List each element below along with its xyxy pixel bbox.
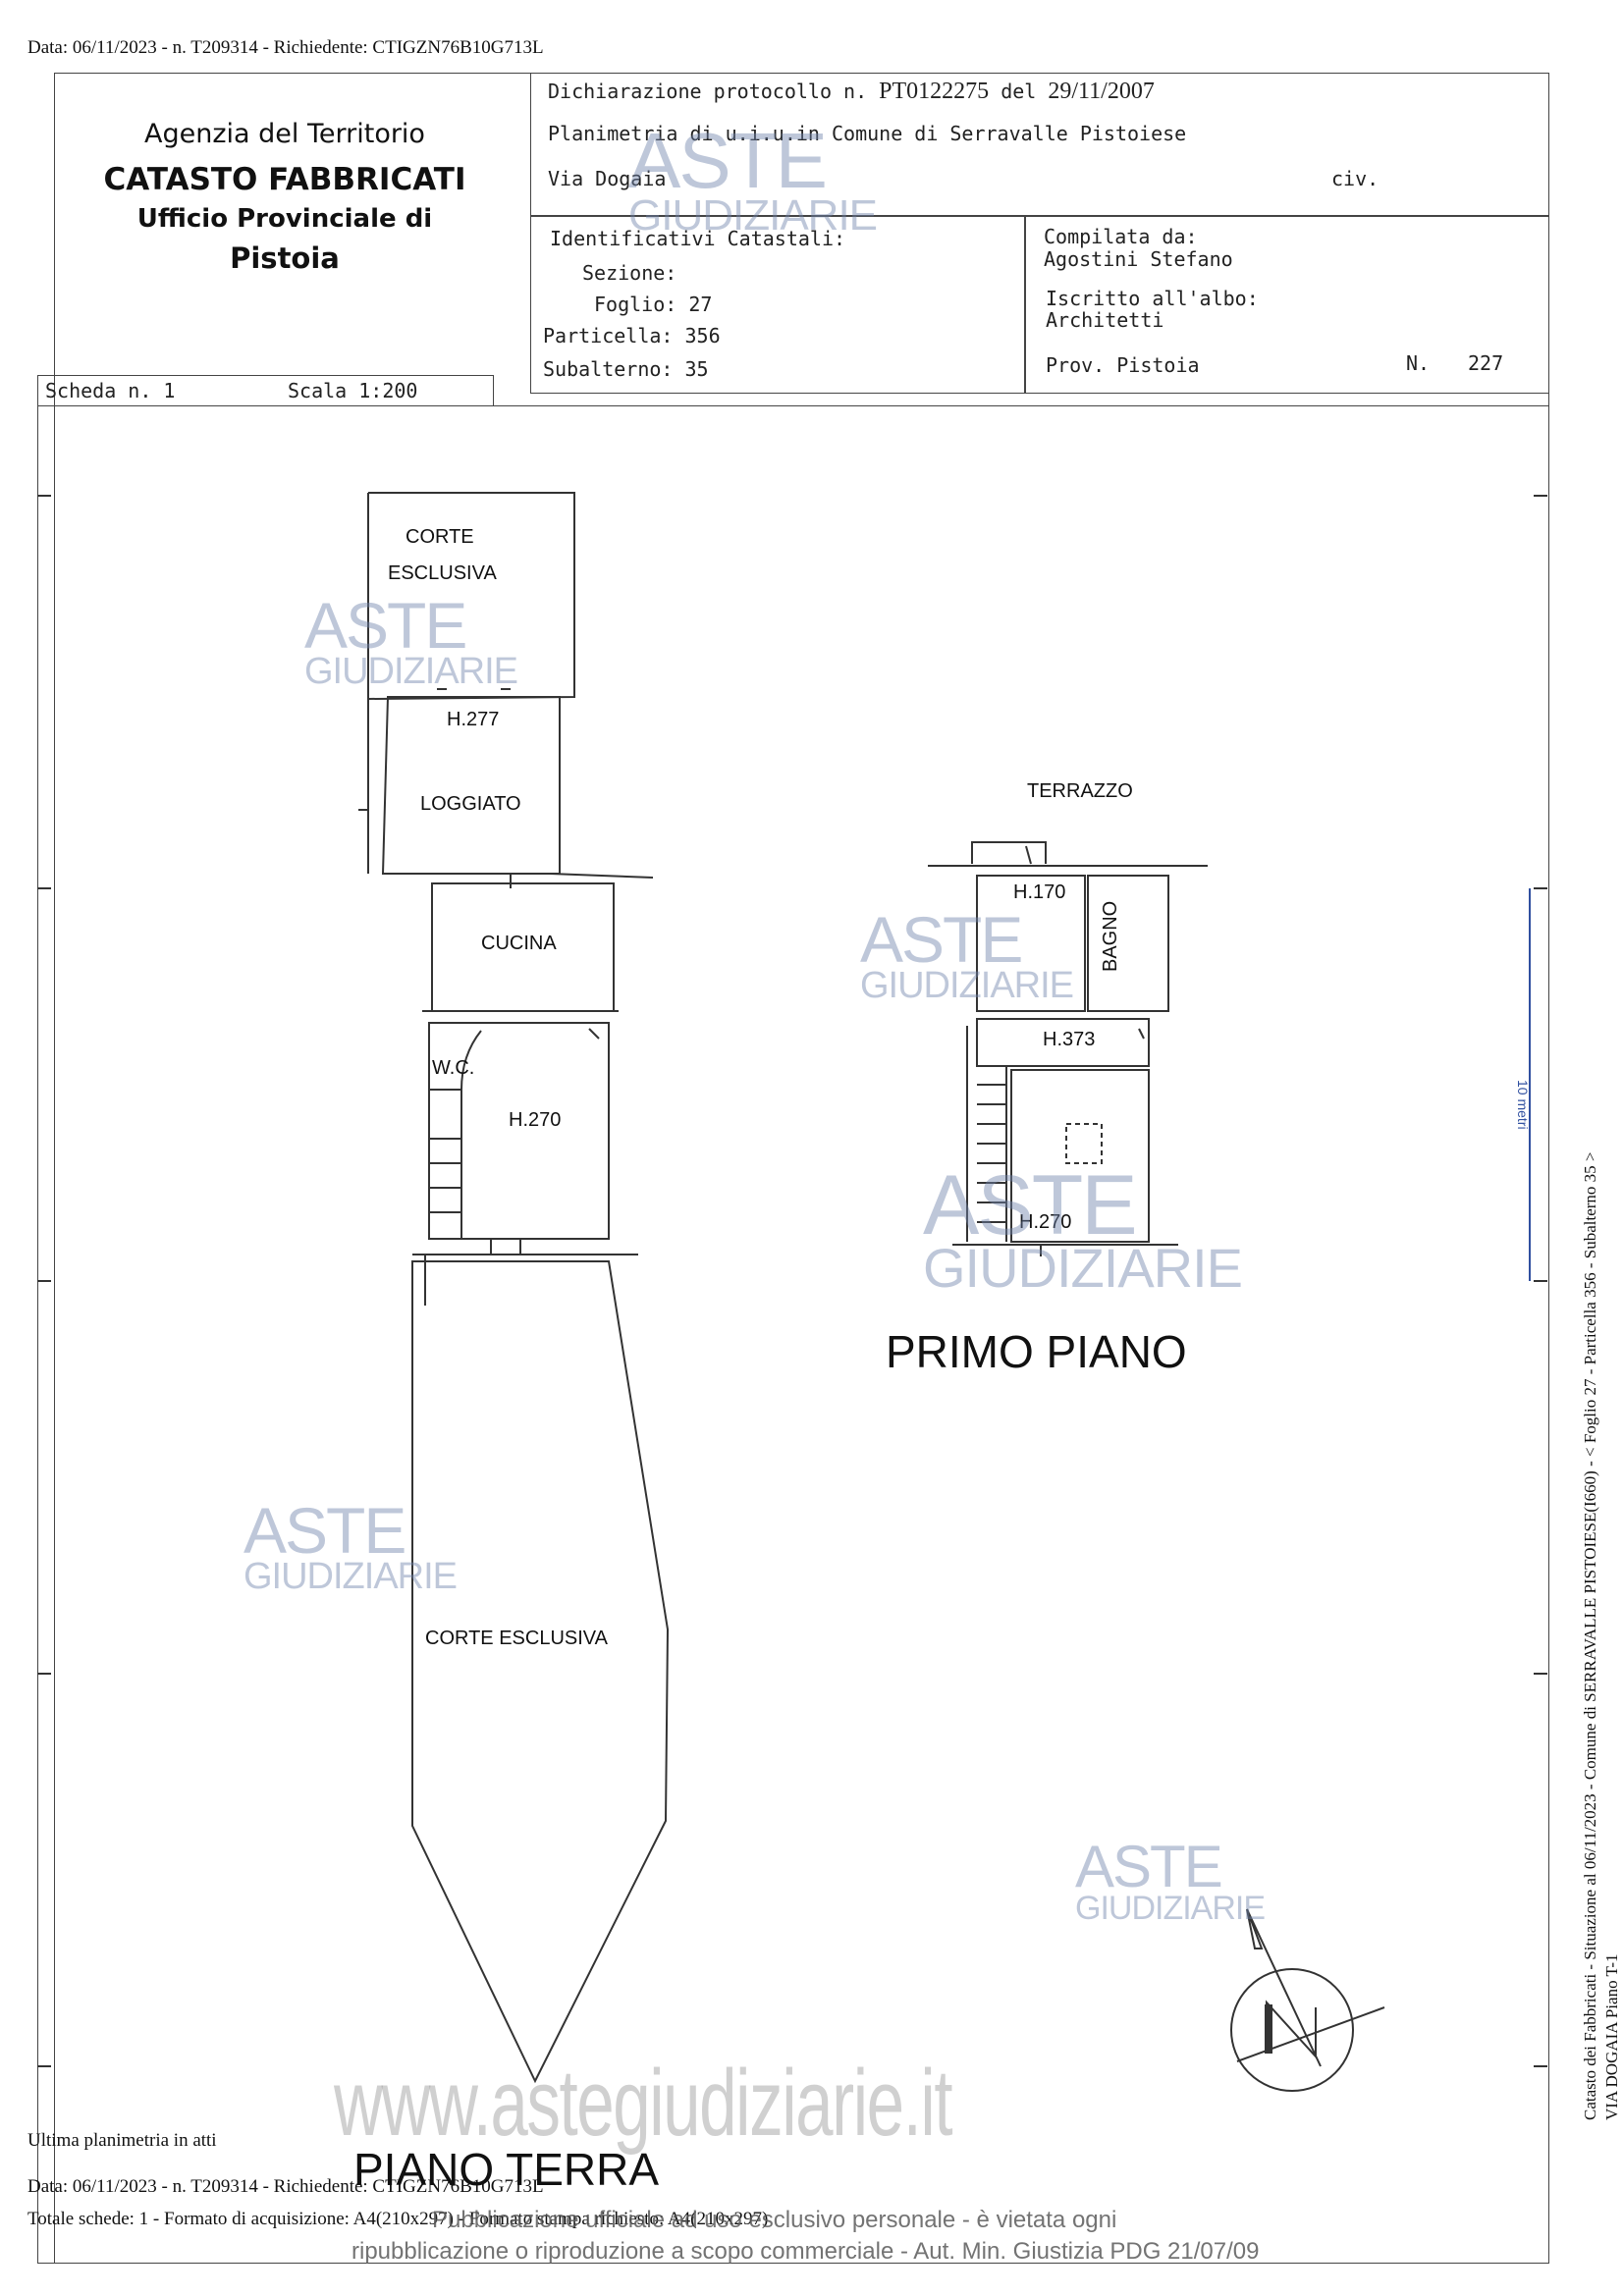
floor-title-primo-piano: PRIMO PIANO	[886, 1326, 1187, 1377]
height-label-h270-ground: H.270	[509, 1109, 562, 1131]
room-label-terrazzo: TERRAZZO	[1027, 780, 1133, 802]
floor-title-piano-terra: PIANO TERRA	[353, 2144, 659, 2195]
n-label: N.	[1406, 351, 1431, 375]
agency-header: Agenzia del Territorio CATASTO FABBRICAT…	[59, 118, 511, 276]
ufficio-label: Ufficio Provinciale di	[136, 203, 433, 234]
footer-notice-1: Pubblicazione ufficiale ad uso esclusivo…	[432, 2207, 1117, 2233]
protocol-box	[530, 73, 1549, 217]
scheda-label: Scheda n. 1	[45, 379, 176, 402]
sezione-field: Sezione:	[582, 261, 677, 285]
planimetria-line: Planimetria di u.i.u.in Comune di Serrav…	[548, 122, 1187, 145]
compiler-box	[1024, 215, 1549, 394]
side-text-catasto: Catasto dei Fabbricati - Situazione al 0…	[1581, 1151, 1599, 2121]
agency-name: Agenzia del Territorio	[144, 119, 425, 149]
via-line: Via Dogaia	[548, 167, 667, 190]
height-label-h170: H.170	[1013, 881, 1066, 903]
iscritto-label: Iscritto all'albo:	[1046, 287, 1259, 310]
prov-label: Prov. Pistoia	[1046, 353, 1200, 377]
height-label-h373: H.373	[1043, 1029, 1096, 1050]
civ-label: civ.	[1331, 167, 1380, 190]
compilata-label: Compilata da:	[1044, 225, 1198, 248]
drawing-frame	[37, 405, 1549, 2264]
provincia-name: Pistoia	[230, 241, 340, 275]
room-label-loggiato: LOGGIATO	[420, 793, 521, 815]
protocol-line: Dichiarazione protocollo n. PT0122275 de…	[548, 79, 1155, 104]
scala-label: Scala 1:200	[288, 379, 418, 402]
footer-ultima-planimetria: Ultima planimetria in atti	[27, 2130, 217, 2151]
identificativi-title: Identificativi Catastali:	[550, 227, 846, 250]
iscritto-albo: Architetti	[1046, 308, 1164, 332]
subalterno-field: Subalterno: 35	[543, 357, 709, 381]
foglio-field: Foglio: 27	[594, 293, 713, 316]
room-label-wc: W.C.	[432, 1057, 475, 1079]
watermark-url: www.astegiudiziarie.it	[334, 2051, 953, 2156]
side-text-via: VIA DOGAIA Piano T-1	[1602, 1953, 1621, 2120]
footer-totale-schede: Totale schede: 1 - Formato di acquisizio…	[27, 2209, 769, 2229]
room-label-corte-top-2: ESCLUSIVA	[388, 562, 497, 584]
scale-bar-label: 10 metri	[1515, 1080, 1531, 1130]
footer-notice-2: ripubblicazione o riproduzione a scopo c…	[352, 2238, 1260, 2265]
room-label-corte-esclusiva: CORTE ESCLUSIVA	[425, 1628, 608, 1649]
height-label-h277: H.277	[447, 709, 500, 730]
top-request-line: Data: 06/11/2023 - n. T209314 - Richiede…	[27, 37, 544, 58]
room-label-bagno: BAGNO	[1100, 900, 1121, 972]
height-label-h270-first: H.270	[1019, 1211, 1072, 1233]
footer-data-line: Data: 06/11/2023 - n. T209314 - Richiede…	[27, 2176, 544, 2197]
n-value: 227	[1468, 351, 1504, 375]
compilata-nome: Agostini Stefano	[1044, 247, 1233, 271]
room-label-cucina: CUCINA	[481, 933, 557, 954]
room-label-corte-top-1: CORTE	[406, 526, 474, 548]
catasto-title: CATASTO FABBRICATI	[103, 161, 466, 197]
particella-field: Particella: 356	[543, 324, 721, 347]
identifiers-box	[530, 215, 1026, 394]
